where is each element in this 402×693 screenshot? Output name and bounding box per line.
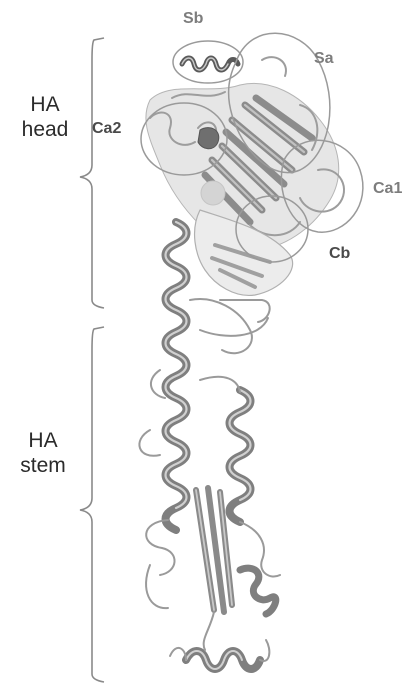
ha-head-ribbon [146, 57, 344, 295]
head-label-line1: HA [12, 92, 78, 117]
stem-label-line1: HA [10, 428, 76, 453]
site-sb-label: Sb [183, 10, 203, 28]
head-region-label: HA head [12, 92, 78, 142]
stem-bracket [80, 327, 104, 682]
head-label-line2: head [12, 117, 78, 142]
site-ca2-label: Ca2 [92, 120, 121, 138]
site-cb-label: Cb [329, 245, 350, 263]
site-sa-label: Sa [314, 50, 334, 68]
stem-region-label: HA stem [10, 428, 76, 478]
receptor-binding-marker [201, 181, 225, 205]
stem-label-line2: stem [10, 453, 76, 478]
site-ca1-label: Ca1 [373, 180, 402, 198]
head-bracket [80, 38, 104, 308]
